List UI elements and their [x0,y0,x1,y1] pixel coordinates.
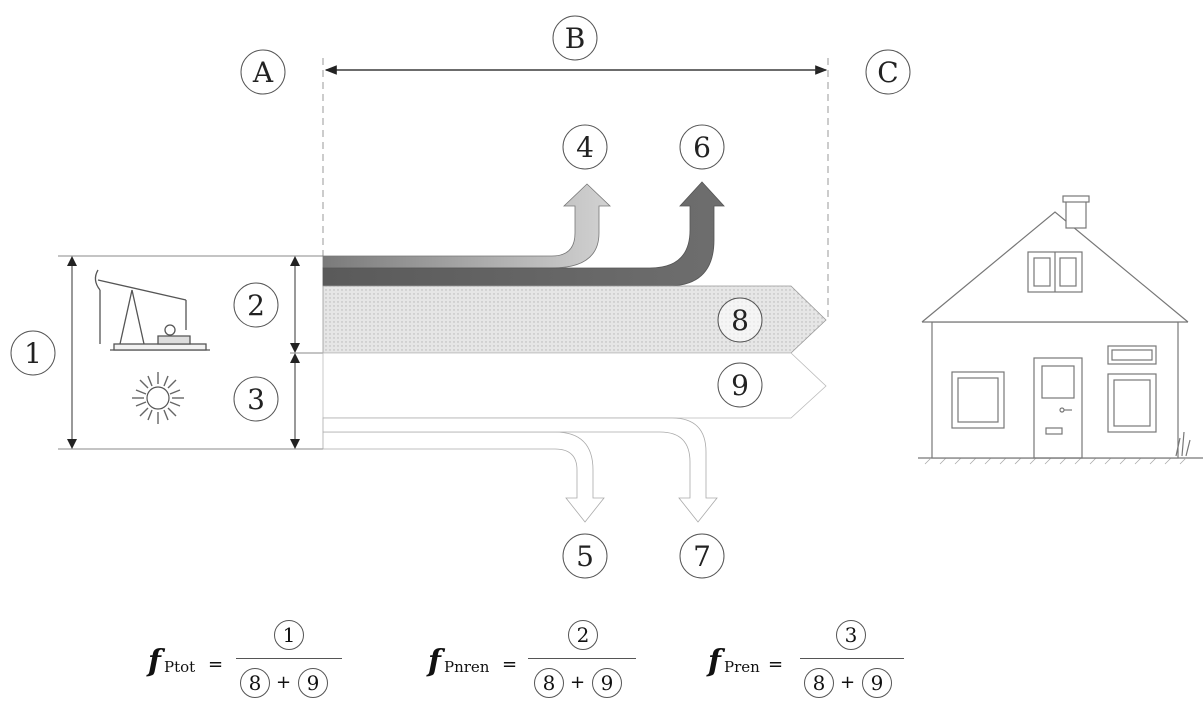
svg-text:9: 9 [731,369,749,402]
label-6: 6 [679,124,725,170]
flow-9-arrow [322,352,827,419]
flow-5-stream [322,431,605,523]
label-8: 8 [717,297,763,343]
label-b: B [552,15,598,61]
fraction-bar [528,658,636,659]
label-2: 2 [233,282,279,328]
flow-6-stream [322,181,725,287]
flow-4-stream [322,183,611,269]
label-a: A [240,49,286,95]
formula-denominator-a: 8 [534,668,564,698]
formula-numerator: 2 [568,620,598,650]
formula-subscript: Pren [724,658,760,676]
svg-text:5: 5 [576,540,594,573]
formula-plus: + [276,672,292,693]
flow-8-arrow [322,285,827,354]
label-1: 1 [10,330,56,376]
formula-symbol: f [428,644,441,679]
formula-denominator-b: 9 [862,668,892,698]
label-c: C [865,49,911,95]
formula-plus: + [570,672,586,693]
label-9: 9 [717,362,763,408]
svg-text:3: 3 [247,383,265,416]
formula-denominator-a: 8 [804,668,834,698]
formula-symbol: f [148,644,161,679]
formula-equals: = [208,654,224,675]
left-extent-lines [58,255,323,450]
formula-pnren: f Pnren = 2 8 + 9 [428,618,640,702]
formula-pren: f Pren = 3 8 + 9 [708,618,908,702]
svg-text:B: B [565,22,586,55]
formula-equals: = [502,654,518,675]
formula-denominator-a: 8 [240,668,270,698]
svg-text:1: 1 [24,337,42,370]
formula-denominator-b: 9 [298,668,328,698]
formula-subscript: Ptot [164,658,196,676]
fraction-bar [800,658,904,659]
formula-denominator-b: 9 [592,668,622,698]
label-7: 7 [679,533,725,579]
svg-text:C: C [877,56,898,89]
label-3: 3 [233,376,279,422]
svg-text:2: 2 [247,289,265,322]
fraction-bar [236,658,342,659]
boundary-markers [322,58,829,318]
house-illustration [918,195,1203,465]
formula-plus: + [840,672,856,693]
sun-icon [132,372,184,424]
svg-text:6: 6 [693,131,711,164]
svg-text:A: A [252,56,274,89]
svg-text:4: 4 [576,131,594,164]
formula-symbol: f [708,644,721,679]
flow-7-stream [322,417,718,523]
label-4: 4 [562,124,608,170]
oil-pumpjack-icon [94,269,210,351]
label-5: 5 [562,533,608,579]
formula-ptot: f Ptot = 1 8 + 9 [148,618,348,702]
formula-equals: = [768,654,784,675]
formula-subscript: Pnren [444,658,490,676]
svg-text:7: 7 [693,540,711,573]
formula-numerator: 1 [274,620,304,650]
formula-numerator: 3 [836,620,866,650]
svg-text:8: 8 [731,304,749,337]
